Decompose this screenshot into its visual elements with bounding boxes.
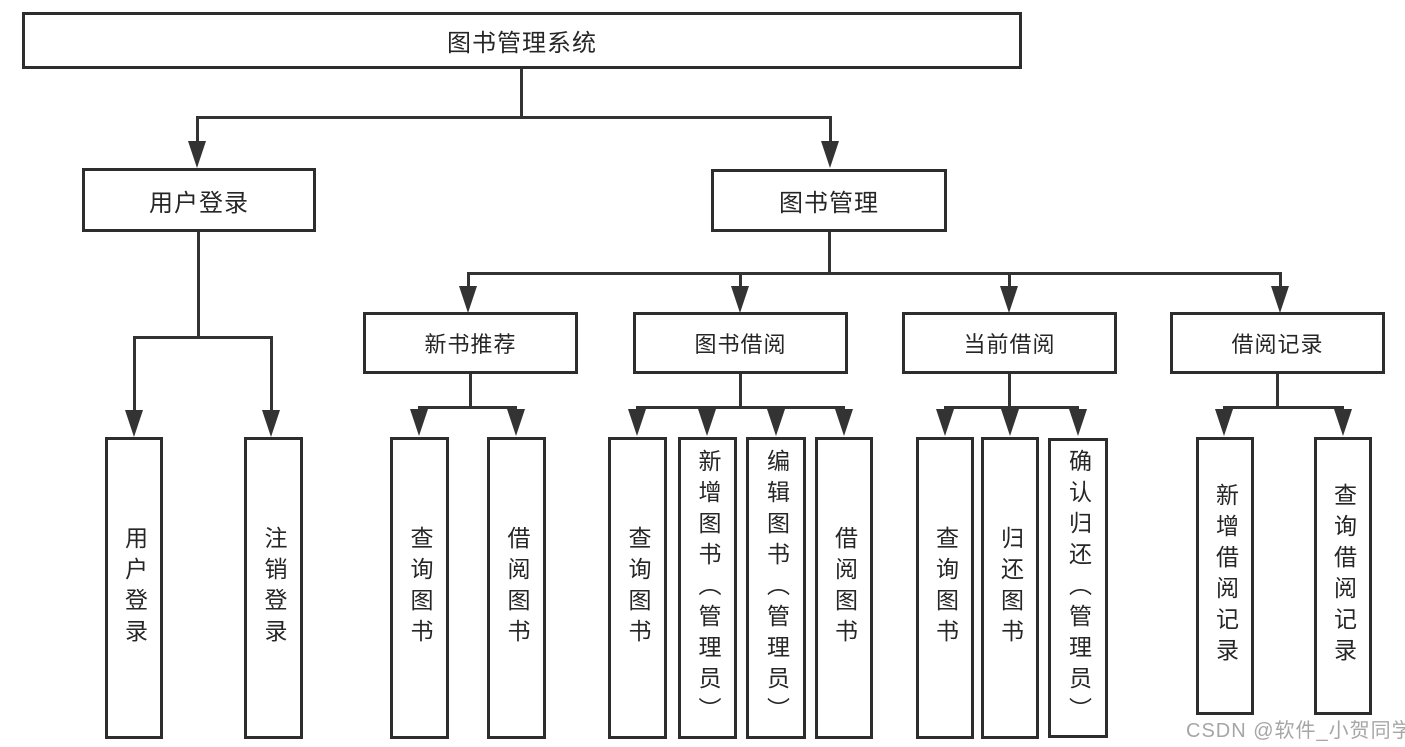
leaf-confirm-return-admin-label: 确认归还（管理员） [1065,448,1092,728]
arrow-down-icon [459,286,477,313]
node-user-login-label: 用户登录 [149,189,249,217]
node-current-borrow: 当前借阅 [902,312,1117,374]
leaf-query-books-borrow-label: 查询图书 [625,526,651,650]
watermark: CSDN @软件_小贺同学 [1186,720,1405,742]
leaf-user-login: 用户登录 [105,437,163,739]
connector-line [1008,272,1011,288]
connector-line [134,336,273,339]
node-new-book-recommend: 新书推荐 [363,312,578,374]
connector-line [197,232,200,339]
connector-line [944,406,1079,409]
arrow-down-icon [698,409,716,436]
node-book-borrow: 图书借阅 [633,312,848,374]
arrow-down-icon [1069,409,1087,436]
leaf-add-books-admin: 新增图书（管理员） [678,437,737,739]
leaf-query-books-current-label: 查询图书 [932,526,959,650]
node-borrow-records-label: 借阅记录 [1231,332,1324,357]
node-root: 图书管理系统 [22,12,1022,69]
leaf-edit-books-admin: 编辑图书（管理员） [746,437,806,739]
arrow-down-icon [731,286,749,313]
arrow-down-icon [1215,409,1233,436]
connector-line [467,272,470,288]
arrow-down-icon [188,141,206,168]
connector-line [469,374,472,409]
leaf-query-books-current: 查询图书 [916,437,974,739]
connector-line [636,406,845,409]
node-new-book-recommend-label: 新书推荐 [424,332,517,357]
arrow-down-icon [821,141,839,168]
leaf-borrow-books-recommend: 借阅图书 [487,437,546,739]
node-book-management: 图书管理 [711,169,947,232]
connector-line [1279,272,1282,288]
node-borrow-records: 借阅记录 [1170,312,1385,374]
leaf-borrow-books-label: 借阅图书 [831,526,858,650]
connector-line [1008,374,1011,409]
arrow-down-icon [835,409,853,436]
connector-line [270,336,273,412]
leaf-query-books-recommend-label: 查询图书 [407,526,433,650]
node-user-login: 用户登录 [82,168,316,232]
leaf-add-borrow-record: 新增借阅记录 [1196,437,1254,715]
connector-line [739,374,742,409]
connector-line [196,116,199,144]
leaf-logout-label: 注销登录 [261,526,287,650]
arrow-down-icon [507,409,525,436]
arrow-down-icon [1001,409,1019,436]
leaf-borrow-books: 借阅图书 [815,437,873,739]
node-book-borrow-label: 图书借阅 [694,332,787,357]
leaf-query-books-borrow: 查询图书 [608,437,667,739]
arrow-down-icon [262,410,280,437]
connector-line [520,69,523,119]
connector-line [1276,374,1279,409]
arrow-down-icon [1271,286,1289,313]
leaf-return-books-label: 归还图书 [997,526,1024,650]
arrow-down-icon [1334,409,1352,436]
connector-line [467,272,1282,275]
arrow-down-icon [410,409,428,436]
leaf-query-books-recommend: 查询图书 [390,437,449,739]
leaf-add-borrow-record-label: 新增借阅记录 [1212,483,1239,669]
arrow-down-icon [628,409,646,436]
leaf-query-borrow-record-label: 查询借阅记录 [1330,483,1357,669]
connector-line [196,116,831,119]
leaf-add-books-admin-label: 新增图书（管理员） [695,448,721,728]
connector-line [739,272,742,288]
leaf-logout: 注销登录 [244,437,303,739]
node-root-label: 图书管理系统 [447,30,597,57]
node-book-management-label: 图书管理 [779,190,879,217]
arrow-down-icon [125,410,143,437]
connector-line [828,232,831,275]
connector-line [133,336,136,412]
arrow-down-icon [1000,286,1018,313]
leaf-borrow-books-recommend-label: 借阅图书 [504,526,530,650]
leaf-return-books: 归还图书 [981,437,1039,739]
leaf-edit-books-admin-label: 编辑图书（管理员） [763,448,790,728]
leaf-query-borrow-record: 查询借阅记录 [1314,437,1372,715]
connector-line [829,116,832,144]
leaf-user-login-label: 用户登录 [121,526,148,650]
node-current-borrow-label: 当前借阅 [963,332,1056,357]
arrow-down-icon [767,409,785,436]
arrow-down-icon [936,409,954,436]
connector-line [418,406,517,409]
connector-line [1223,406,1344,409]
leaf-confirm-return-admin: 确认归还（管理员） [1048,438,1108,738]
